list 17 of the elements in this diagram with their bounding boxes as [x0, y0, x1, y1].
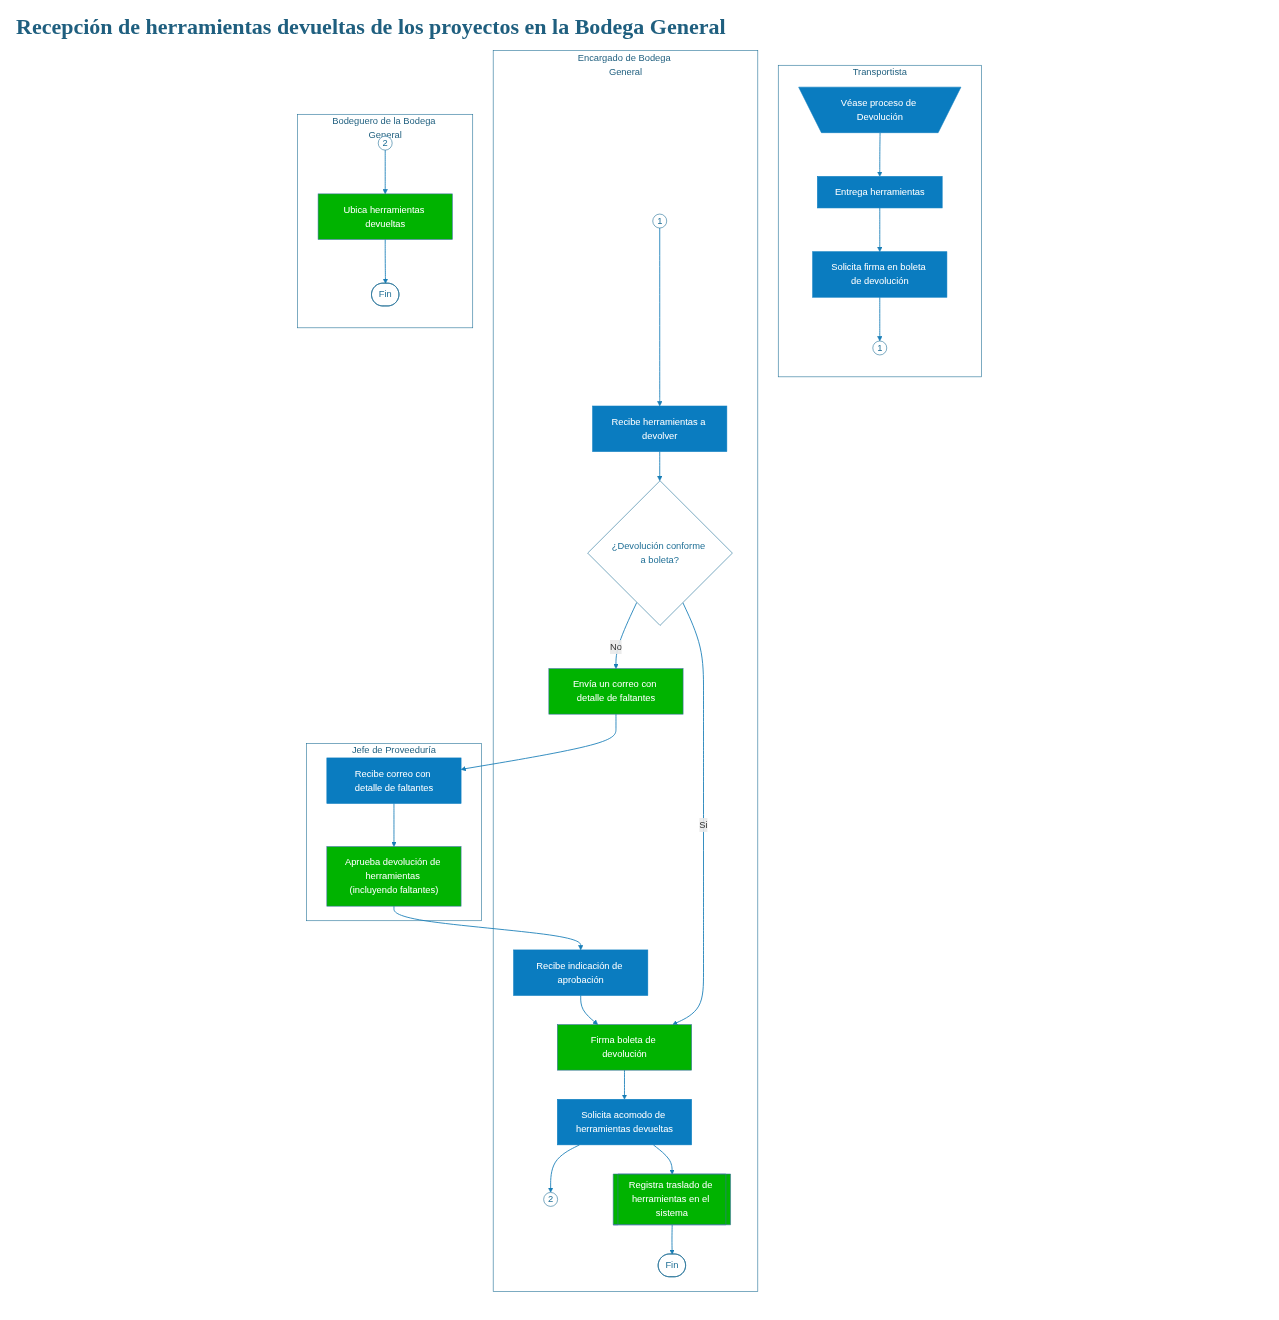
node-circle: 1: [872, 340, 888, 356]
edge-label: Si: [699, 819, 708, 830]
diagram-title: Recepción de herramientas devueltas de los proyectos en la Bodega General: [16, 14, 727, 40]
node-box: Solicita firma en boleta de devolución: [812, 251, 948, 298]
node-box: Firma boleta de devolución: [557, 1024, 692, 1071]
node-diamond: ¿Devolución conforme a boleta?: [587, 480, 733, 626]
edge-label: No: [610, 641, 622, 652]
node-box: Ubica herramientas devueltas: [317, 193, 453, 240]
node-box: Solicita acomodo de herramientas devueltas: [557, 1099, 692, 1146]
node-box: Recibe indicación de aprobación: [513, 949, 649, 996]
node-circle: 2: [543, 1192, 558, 1207]
node-box: Envía un correo con detalle de faltantes: [548, 668, 684, 715]
node-box: Recibe herramientas a devolver: [592, 405, 728, 452]
node-box: Recibe correo con detalle de faltantes: [326, 757, 462, 804]
node-circle: 1: [652, 213, 667, 229]
node-box: Entrega herramientas: [817, 176, 943, 209]
node-box: Aprueba devolución de herramientas (incluyendo faltantes): [326, 846, 462, 907]
